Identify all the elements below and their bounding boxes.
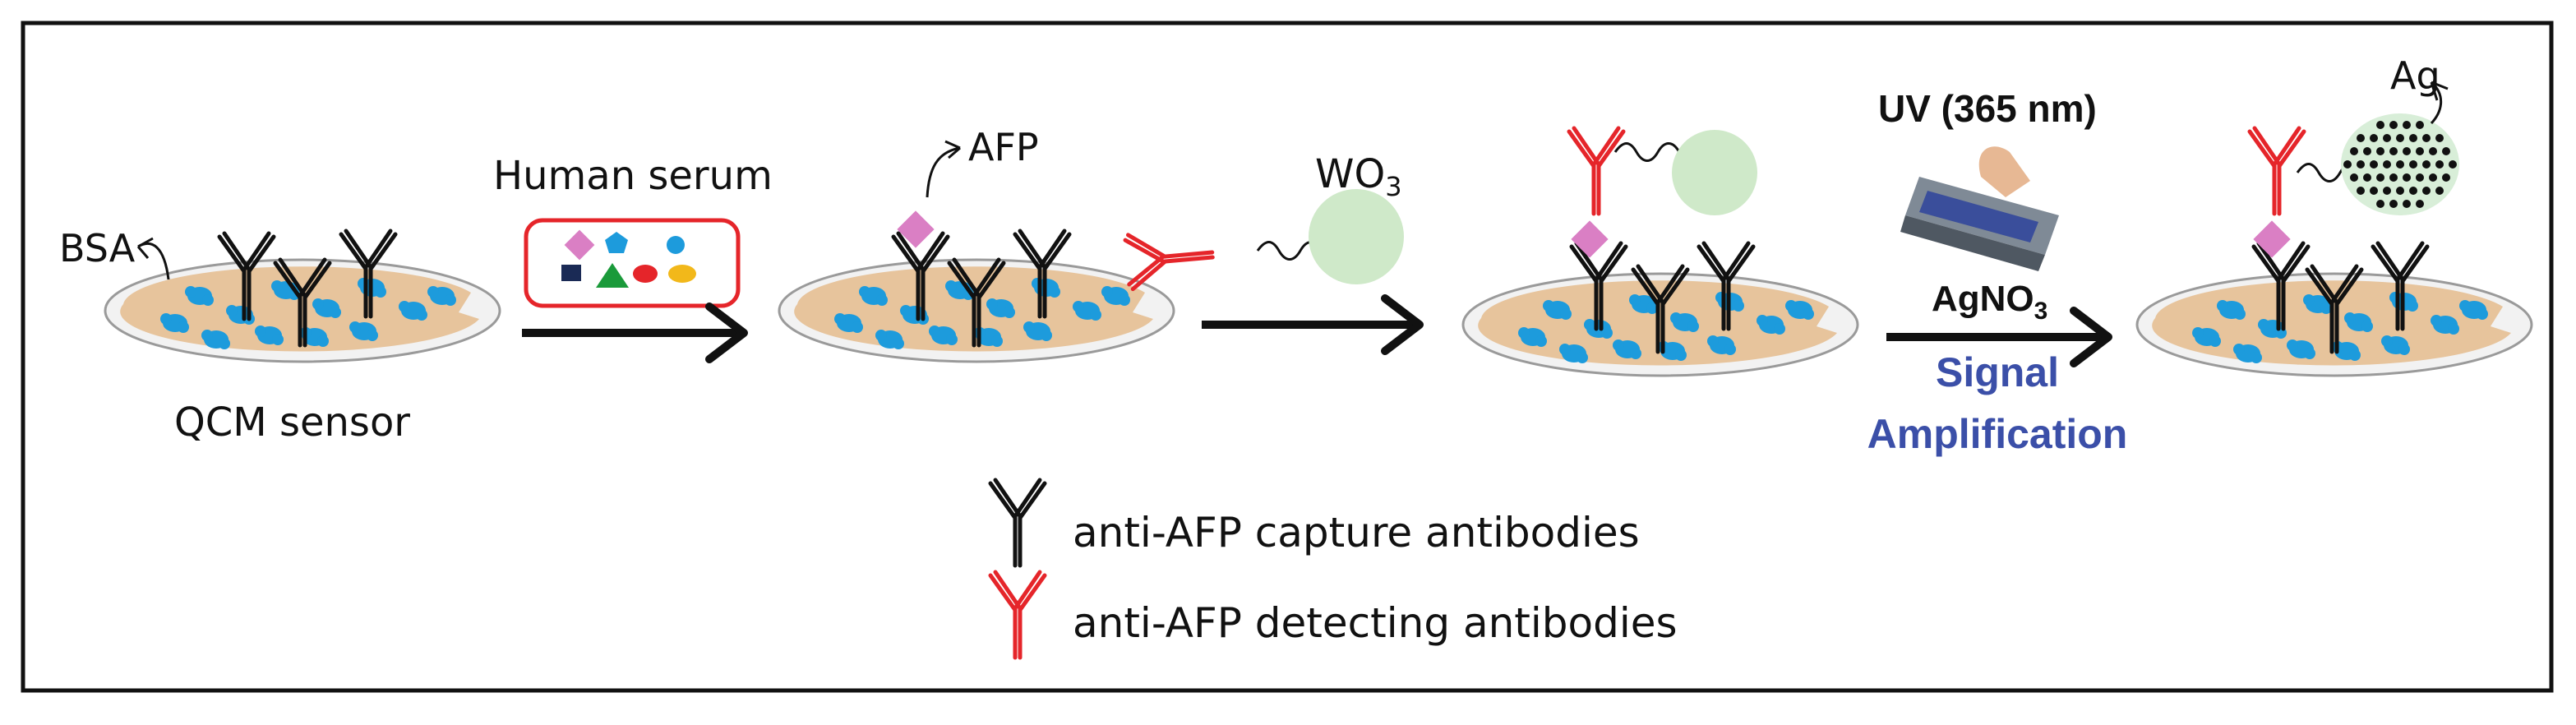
ag-dot	[2376, 121, 2384, 129]
serum-box	[524, 218, 741, 308]
afp-label: AFP	[968, 125, 1039, 169]
ag-dot	[2357, 187, 2365, 195]
qcm-sensor-label: QCM sensor	[174, 399, 410, 446]
amplification-label: Amplification	[1867, 411, 2128, 457]
ag-dot	[2422, 160, 2431, 169]
ag-dot	[2409, 160, 2417, 169]
ag-dot	[2383, 160, 2391, 169]
ag-dot	[2435, 187, 2444, 195]
wo3-conjugate	[1125, 189, 1404, 289]
ag-label: Ag	[2390, 53, 2440, 98]
serum-proteins	[561, 229, 696, 288]
ag-dot	[2363, 173, 2371, 182]
legend-capture-label: anti-AFP capture antibodies	[1073, 509, 1640, 556]
ag-pointer	[2430, 81, 2443, 125]
uv-lamp-icon	[1900, 146, 2059, 271]
ag-dot	[2416, 200, 2424, 208]
arrow-3	[1886, 311, 2108, 363]
uv-label: UV (365 nm)	[1878, 87, 2097, 130]
human-serum-label: Human serum	[493, 153, 773, 199]
figure-frame	[21, 21, 2554, 693]
ag-dot	[2435, 134, 2444, 142]
ag-dot	[2389, 173, 2398, 182]
afp-pointer	[926, 146, 961, 198]
ag-dot	[2403, 147, 2411, 155]
ag-dot	[2409, 187, 2417, 195]
ag-dot	[2370, 160, 2378, 169]
sensor-disc-3	[1461, 272, 1859, 377]
ag-dot	[2422, 134, 2431, 142]
legend-detecting-label: anti-AFP detecting antibodies	[1073, 599, 1678, 647]
ag-dot	[2363, 147, 2371, 155]
ag-dot	[2396, 160, 2404, 169]
ag-dot	[2416, 173, 2424, 182]
ag-dot	[2350, 147, 2358, 155]
agno3-label: AgNO3	[1932, 279, 2047, 325]
ag-dot	[2442, 173, 2450, 182]
ag-nanoparticle-icon	[2341, 113, 2459, 215]
ag-dot	[2403, 200, 2411, 208]
ag-dot	[2389, 121, 2398, 129]
arrow-1	[522, 307, 744, 359]
ag-dot	[2403, 121, 2411, 129]
ag-dot	[2389, 147, 2398, 155]
detecting-antibody-3	[1569, 128, 1757, 215]
ag-dot	[2376, 173, 2384, 182]
ag-dot	[2389, 200, 2398, 208]
ag-dot	[2435, 160, 2444, 169]
ag-dot	[2383, 134, 2391, 142]
legend: anti-AFP capture antibodies anti-AFP det…	[990, 480, 1678, 658]
ag-dot	[2370, 134, 2378, 142]
ag-dot	[2403, 173, 2411, 182]
ag-dot	[2416, 147, 2424, 155]
ag-dot	[2376, 200, 2384, 208]
ag-dot	[2429, 147, 2437, 155]
ag-dot	[2376, 147, 2384, 155]
arrow-2	[1202, 298, 1420, 351]
sensor-disc-4	[2135, 272, 2533, 377]
ag-dot	[2422, 187, 2431, 195]
sensor-disc-2	[778, 258, 1175, 363]
ag-dot	[2396, 187, 2404, 195]
ag-dot	[2383, 187, 2391, 195]
ag-dot	[2357, 160, 2365, 169]
ag-dot	[2370, 187, 2378, 195]
ag-dot	[2396, 134, 2404, 142]
ag-dot	[2343, 160, 2352, 169]
sensor-disc-1	[104, 258, 501, 363]
ag-dot	[2449, 160, 2457, 169]
ag-dot	[2357, 134, 2365, 142]
ag-dot	[2442, 147, 2450, 155]
ag-dot	[2350, 173, 2358, 182]
ag-dot	[2416, 121, 2424, 129]
ag-dot	[2429, 173, 2437, 182]
ag-dot	[2409, 134, 2417, 142]
signal-label: Signal	[1936, 349, 2059, 395]
wo3-label: WO3	[1315, 151, 1402, 202]
bsa-label: BSA	[59, 226, 136, 270]
